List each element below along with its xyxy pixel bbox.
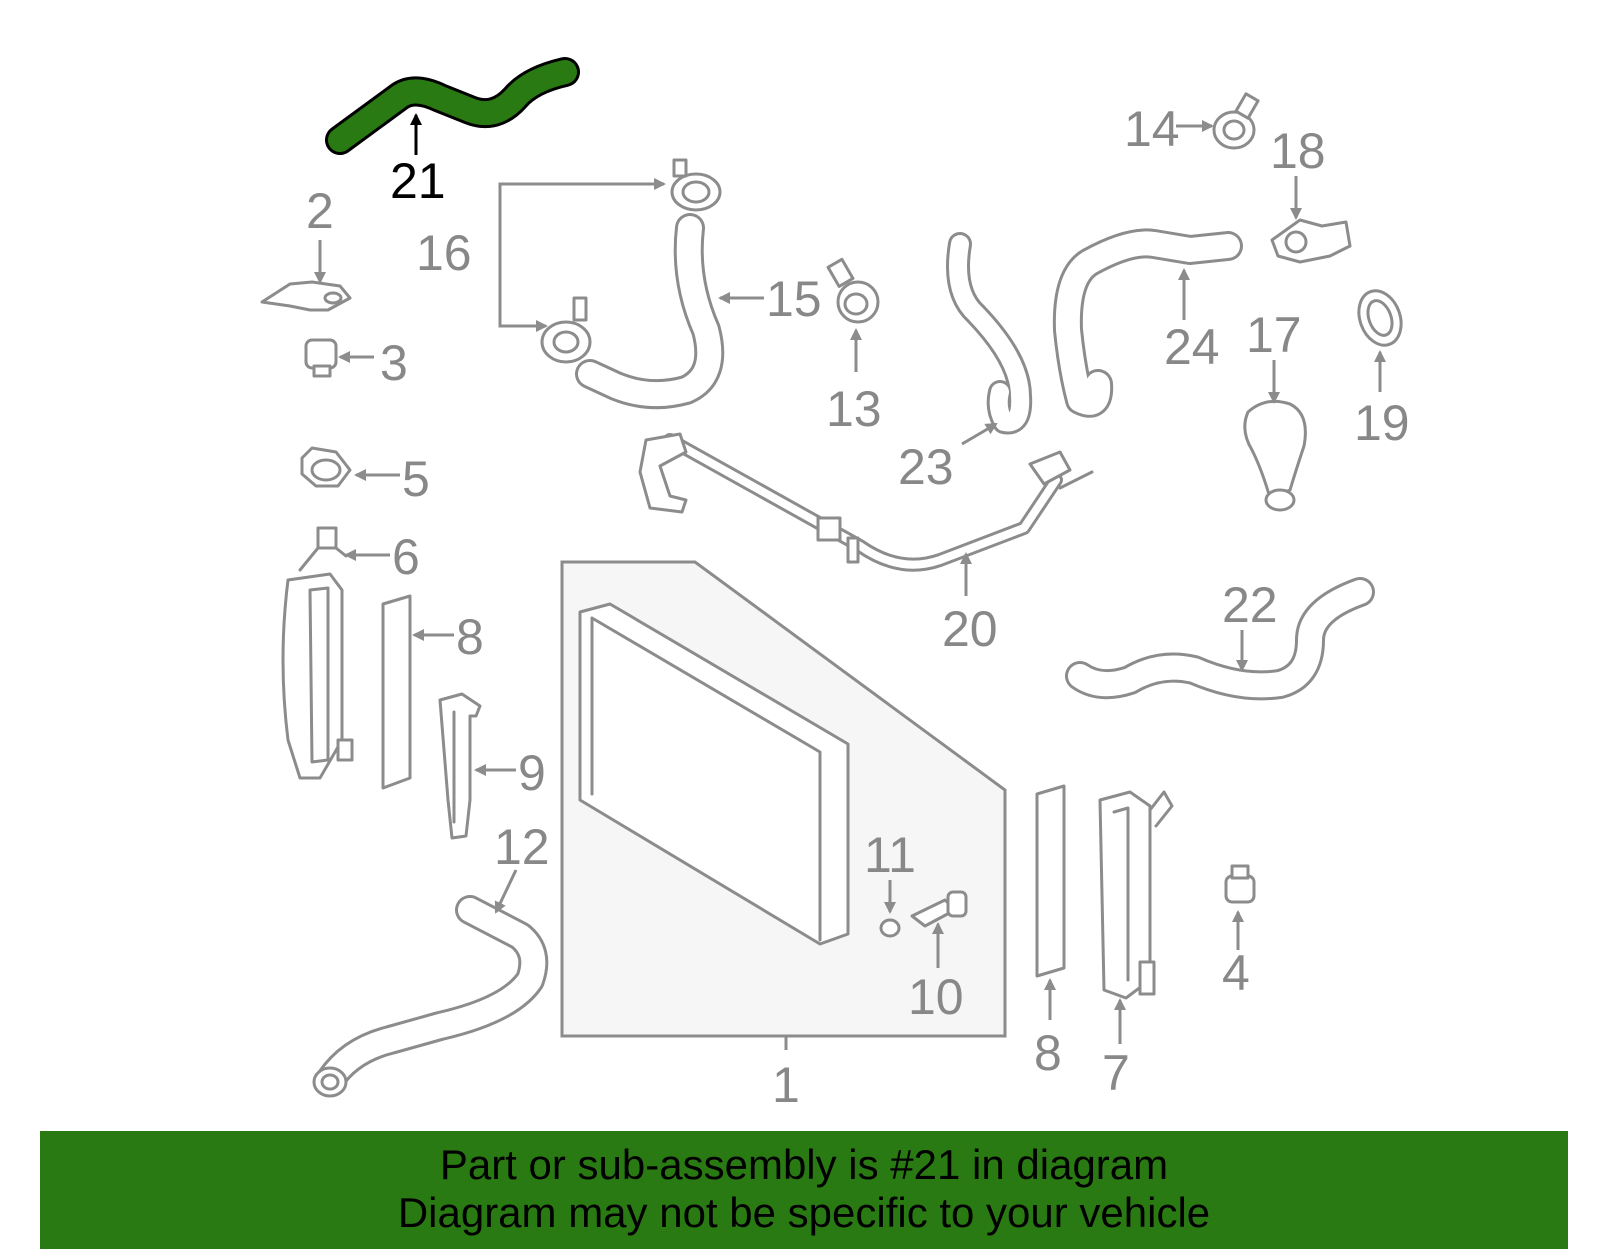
part-12-hose[interactable] [312, 895, 549, 1098]
part-16-clamp-bottom[interactable] [540, 296, 592, 364]
callout-1: 1 [772, 1057, 800, 1113]
callout-5: 5 [402, 451, 430, 507]
callout-7: 7 [1102, 1045, 1130, 1101]
callout-15: 15 [766, 271, 822, 327]
part-7-side-tank[interactable] [1098, 790, 1174, 1000]
leader-12 [494, 869, 518, 914]
callout-17: 17 [1246, 307, 1302, 363]
callout-8-left: 8 [456, 609, 484, 665]
parts-diagram: 21 2 16 15 13 3 5 6 8 9 12 11 10 1 8 7 4… [260, 57, 1410, 1113]
callout-21: 21 [390, 153, 446, 209]
callout-2: 2 [306, 183, 334, 239]
callout-14: 14 [1124, 101, 1180, 157]
info-banner: Part or sub-assembly is #21 in diagram D… [40, 1131, 1568, 1249]
part-10-drain-plug[interactable] [910, 890, 968, 928]
banner-line-disclaimer: Diagram may not be specific to your vehi… [397, 1189, 1211, 1236]
leader-16-bottom [498, 252, 548, 332]
banner-line-part-number: Part or sub-assembly is #21 in diagram [439, 1141, 1169, 1188]
part-2-bracket[interactable] [260, 280, 352, 312]
part-8-seal-left[interactable] [381, 594, 412, 790]
part-16-clamp-top[interactable] [670, 158, 722, 212]
part-11-o-ring[interactable] [879, 918, 901, 938]
callout-12: 12 [494, 819, 550, 875]
leader-23 [961, 422, 998, 446]
callout-4: 4 [1222, 945, 1250, 1001]
callout-6: 6 [392, 529, 420, 585]
part-8-seal-right[interactable] [1035, 784, 1066, 978]
callout-3: 3 [380, 335, 408, 391]
callout-18: 18 [1270, 123, 1326, 179]
callout-11: 11 [864, 827, 916, 883]
part-19-gasket[interactable] [1352, 285, 1409, 351]
callout-24: 24 [1164, 319, 1220, 375]
callout-20: 20 [942, 601, 998, 657]
part-24-hose[interactable] [1052, 228, 1243, 418]
part-22-hose[interactable] [1065, 577, 1375, 701]
callout-23: 23 [898, 439, 954, 495]
part-23-hose[interactable] [946, 232, 1033, 435]
part-5-cap[interactable] [300, 446, 352, 488]
callout-22: 22 [1222, 577, 1278, 633]
part-15-hose[interactable] [575, 213, 725, 410]
part-6-tank[interactable] [281, 526, 354, 780]
part-4-bolt[interactable] [1224, 864, 1256, 904]
callout-10: 10 [908, 969, 964, 1025]
part-14-clamp[interactable] [1212, 92, 1260, 150]
part-9-bracket[interactable] [438, 692, 482, 840]
callout-19: 19 [1354, 395, 1410, 451]
leader-16 [498, 182, 664, 252]
part-20-pipe[interactable] [638, 432, 1094, 572]
part-13-clamp[interactable] [826, 257, 880, 324]
part-21-radiator-hose[interactable] [325, 57, 580, 155]
part-18-housing[interactable] [1270, 218, 1352, 264]
part-1-radiator[interactable] [560, 560, 1007, 1038]
callout-13: 13 [826, 381, 882, 437]
callout-9: 9 [518, 745, 546, 801]
part-3-bolt[interactable] [304, 338, 338, 378]
part-17-outlet[interactable] [1243, 399, 1307, 512]
callout-16: 16 [416, 225, 472, 281]
callout-8-right: 8 [1034, 1025, 1062, 1081]
